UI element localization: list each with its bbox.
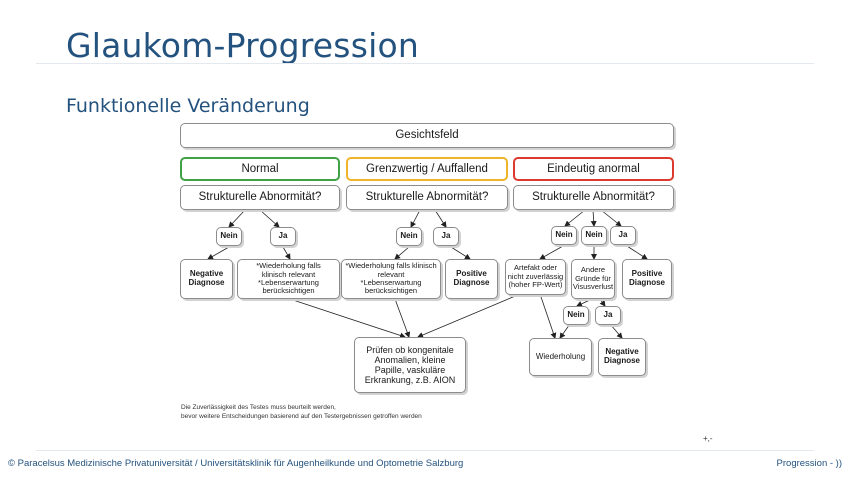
structural-question-normal: Strukturelle Abnormität? bbox=[180, 185, 340, 210]
slide-subtitle: Funktionelle Veränderung bbox=[66, 95, 310, 117]
repeat-node: Wiederholung bbox=[529, 338, 592, 376]
corner-mark: +,- bbox=[703, 434, 713, 443]
structural-question-abnormal: Strukturelle Abnormität? bbox=[513, 185, 674, 210]
title-divider bbox=[36, 63, 814, 64]
borderline-node: Grenzwertig / Auffallend bbox=[346, 157, 508, 181]
repeat-if-relevant-normal: *Wiederholung falls klinisch relevant *L… bbox=[237, 259, 340, 299]
no-node-normal: Nein bbox=[216, 227, 242, 246]
normal-node: Normal bbox=[180, 157, 340, 181]
positive-diagnosis-borderline: Positive Diagnose bbox=[445, 259, 498, 299]
yes-node-abnormal-2: Ja bbox=[595, 306, 621, 325]
yes-node-normal: Ja bbox=[270, 227, 296, 246]
structural-question-borderline: Strukturelle Abnormität? bbox=[346, 185, 508, 210]
footer-section: Progression - )) bbox=[776, 458, 842, 469]
positive-diagnosis-abnormal: Positive Diagnose bbox=[622, 259, 672, 299]
footnote-line-2: bevor weitere Entscheidungen basierend a… bbox=[181, 412, 422, 420]
no-node-abnormal-1: Nein bbox=[551, 226, 577, 245]
no-node-abnormal-3: Nein bbox=[563, 306, 589, 325]
other-reasons-node: Andere Gründe für Visusverlust bbox=[571, 259, 615, 299]
no-node-borderline: Nein bbox=[396, 227, 422, 246]
no-node-abnormal-2: Nein bbox=[581, 226, 607, 245]
footnote-line-1: Die Zuverlässigkeit des Testes muss beur… bbox=[181, 404, 336, 411]
negative-diagnosis-abnormal: Negative Diagnose bbox=[598, 338, 646, 376]
footer-divider bbox=[36, 450, 814, 451]
yes-node-abnormal: Ja bbox=[610, 226, 636, 245]
congenital-check-node: Prüfen ob kongenitale Anomalien, kleine … bbox=[354, 337, 466, 393]
repeat-if-relevant-borderline: *Wiederholung falls klinisch relevant *L… bbox=[341, 259, 441, 299]
reliability-footnote: Die Zuverlässigkeit des Testes muss beur… bbox=[181, 404, 422, 422]
slide-title: Glaukom-Progression bbox=[66, 26, 419, 65]
abnormal-node: Eindeutig anormal bbox=[513, 157, 674, 181]
visual-field-node: Gesichtsfeld bbox=[180, 123, 674, 148]
artefact-node: Artefakt oder nicht zuverlässig (hoher F… bbox=[505, 259, 566, 295]
footer-copyright: © Paracelsus Medizinische Privatuniversi… bbox=[8, 458, 464, 469]
negative-diagnosis-normal: Negative Diagnose bbox=[180, 259, 233, 299]
yes-node-borderline: Ja bbox=[433, 227, 459, 246]
